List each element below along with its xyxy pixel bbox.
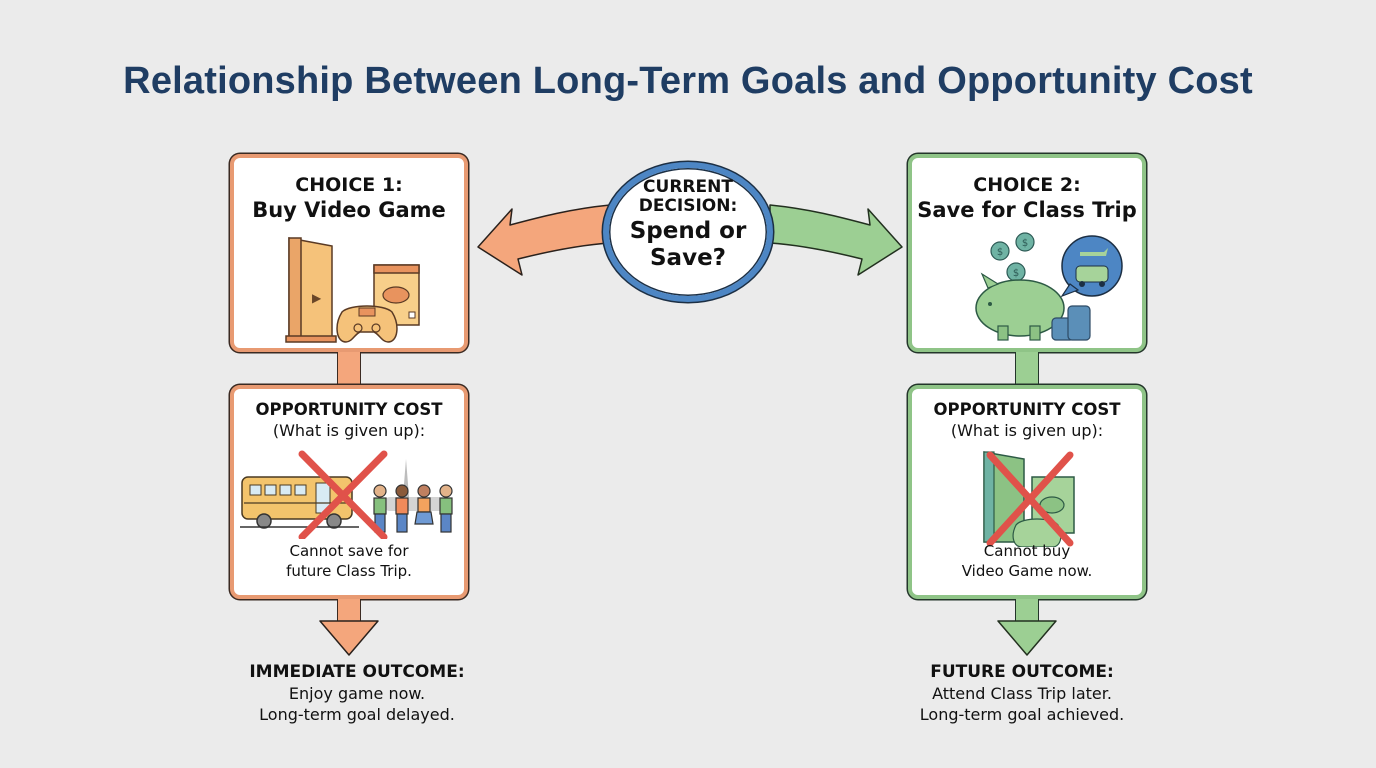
decision-question-1: Spend or [629, 218, 747, 244]
choice1-subheading: Buy Video Game [252, 198, 446, 222]
choice1-oc-text-2: future Class Trip. [286, 562, 412, 580]
current-decision-circle: CURRENT DECISION: Spend or Save? [603, 162, 773, 302]
choice1-oc-description: Cannot save for future Class Trip. [234, 541, 464, 581]
choice2-oc-subheading: (What is given up): [950, 421, 1104, 440]
arrow-to-choice2-icon [769, 204, 903, 276]
choice1-outcome-line-1: Enjoy game now. [288, 684, 426, 703]
choice1-down-arrow-icon [319, 620, 379, 656]
crossed-out-game-console-icon [912, 447, 1142, 547]
choice2-heading: CHOICE 2: [973, 174, 1081, 196]
choice2-oc-heading: OPPORTUNITY COST [933, 400, 1121, 419]
choice1-opportunity-cost-card: OPPORTUNITY COST (What is given up): [230, 385, 468, 599]
game-console-icon: ▶ [234, 230, 464, 345]
choice1-connector-2 [337, 599, 361, 621]
choice1-card: CHOICE 1: Buy Video Game ▶ [230, 154, 468, 352]
choice2-oc-description: Cannot buy Video Game now. [912, 541, 1142, 581]
choice2-down-arrow-icon [997, 620, 1057, 656]
decision-question-2: Save? [649, 245, 727, 271]
choice2-connector-1 [1015, 352, 1039, 385]
choice2-oc-text-1: Cannot buy [983, 542, 1071, 560]
piggy-bank-icon: $ $ $ [912, 226, 1142, 346]
svg-text:$: $ [997, 247, 1003, 258]
choice2-opportunity-cost-card: OPPORTUNITY COST (What is given up): Can… [908, 385, 1146, 599]
choice1-oc-heading: OPPORTUNITY COST [255, 400, 443, 419]
choice2-subheading: Save for Class Trip [917, 198, 1137, 222]
svg-text:$: $ [1022, 238, 1028, 249]
choice1-oc-subheading: (What is given up): [272, 421, 426, 440]
choice1-oc-text-1: Cannot save for [289, 542, 409, 560]
choice1-outcome: IMMEDIATE OUTCOME: Enjoy game now. Long-… [207, 662, 507, 725]
choice2-card: CHOICE 2: Save for Class Trip $ $ $ [908, 154, 1146, 352]
diagram-title: Relationship Between Long-Term Goals and… [123, 60, 1253, 102]
decision-label-1: CURRENT [643, 177, 733, 197]
choice2-connector-2 [1015, 599, 1039, 621]
choice1-heading: CHOICE 1: [295, 174, 403, 196]
choice2-outcome-heading: FUTURE OUTCOME: [930, 662, 1114, 682]
decision-label-2: DECISION: [638, 196, 738, 216]
choice1-outcome-heading: IMMEDIATE OUTCOME: [249, 662, 465, 682]
choice1-connector-1 [337, 352, 361, 385]
arrow-to-choice1-icon [477, 204, 611, 276]
choice2-oc-text-2: Video Game now. [961, 562, 1093, 580]
crossed-out-class-trip-icon [234, 449, 464, 539]
choice2-outcome-line-1: Attend Class Trip later. [932, 684, 1112, 703]
svg-text:$: $ [1013, 268, 1019, 279]
choice1-outcome-line-2: Long-term goal delayed. [259, 705, 455, 724]
choice2-outcome-line-2: Long-term goal achieved. [919, 705, 1125, 724]
svg-text:▶: ▶ [312, 291, 322, 305]
choice2-outcome: FUTURE OUTCOME: Attend Class Trip later.… [872, 662, 1172, 725]
